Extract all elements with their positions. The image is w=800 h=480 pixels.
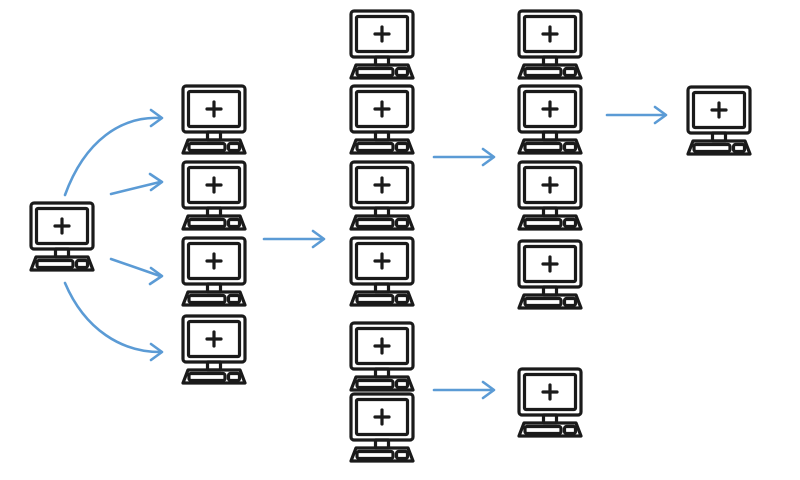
computer-icon-c2-n2[interactable] <box>181 160 247 231</box>
computer-icon-c1-n1[interactable] <box>29 201 95 272</box>
computer-icon-c5-n1[interactable] <box>686 85 752 156</box>
computer-icon-c4-n4[interactable] <box>517 239 583 310</box>
computer-icon-c2-n4[interactable] <box>181 314 247 385</box>
computer-icon-c3-n1[interactable] <box>349 9 415 80</box>
arrow-stage3-to-stage4-upper <box>432 147 496 167</box>
arrow-stage3-to-stage4-lower <box>432 380 496 400</box>
computer-icon-c4-n2[interactable] <box>517 84 583 155</box>
arrow-stage2-to-stage3 <box>262 229 326 249</box>
computer-icon-c2-n3[interactable] <box>181 236 247 307</box>
computer-icon-c3-n2[interactable] <box>349 84 415 155</box>
column-4-stage-4 <box>517 9 583 438</box>
computer-icon-c4-n5[interactable] <box>517 367 583 438</box>
computer-icon-c4-n1[interactable] <box>517 9 583 80</box>
arrow-fan-out-to-node-3 <box>109 257 164 286</box>
column-1-source <box>29 201 95 272</box>
arrow-fan-out-to-node-2 <box>109 172 164 196</box>
computer-icon-c3-n5[interactable] <box>349 321 415 392</box>
arrow-fan-out-to-node-4 <box>63 281 164 362</box>
column-5-result <box>686 85 752 156</box>
computer-icon-c3-n6[interactable] <box>349 392 415 463</box>
computer-icon-c3-n3[interactable] <box>349 160 415 231</box>
column-3-stage-3 <box>349 9 415 463</box>
arrow-stage4-to-result <box>605 105 668 125</box>
arrow-fan-out-to-node-1 <box>63 108 164 197</box>
column-2-stage-2 <box>181 84 247 385</box>
computer-icon-c4-n3[interactable] <box>517 160 583 231</box>
computer-icon-c2-n1[interactable] <box>181 84 247 155</box>
arrow-group <box>63 105 668 400</box>
computer-icon-c3-n4[interactable] <box>349 236 415 307</box>
